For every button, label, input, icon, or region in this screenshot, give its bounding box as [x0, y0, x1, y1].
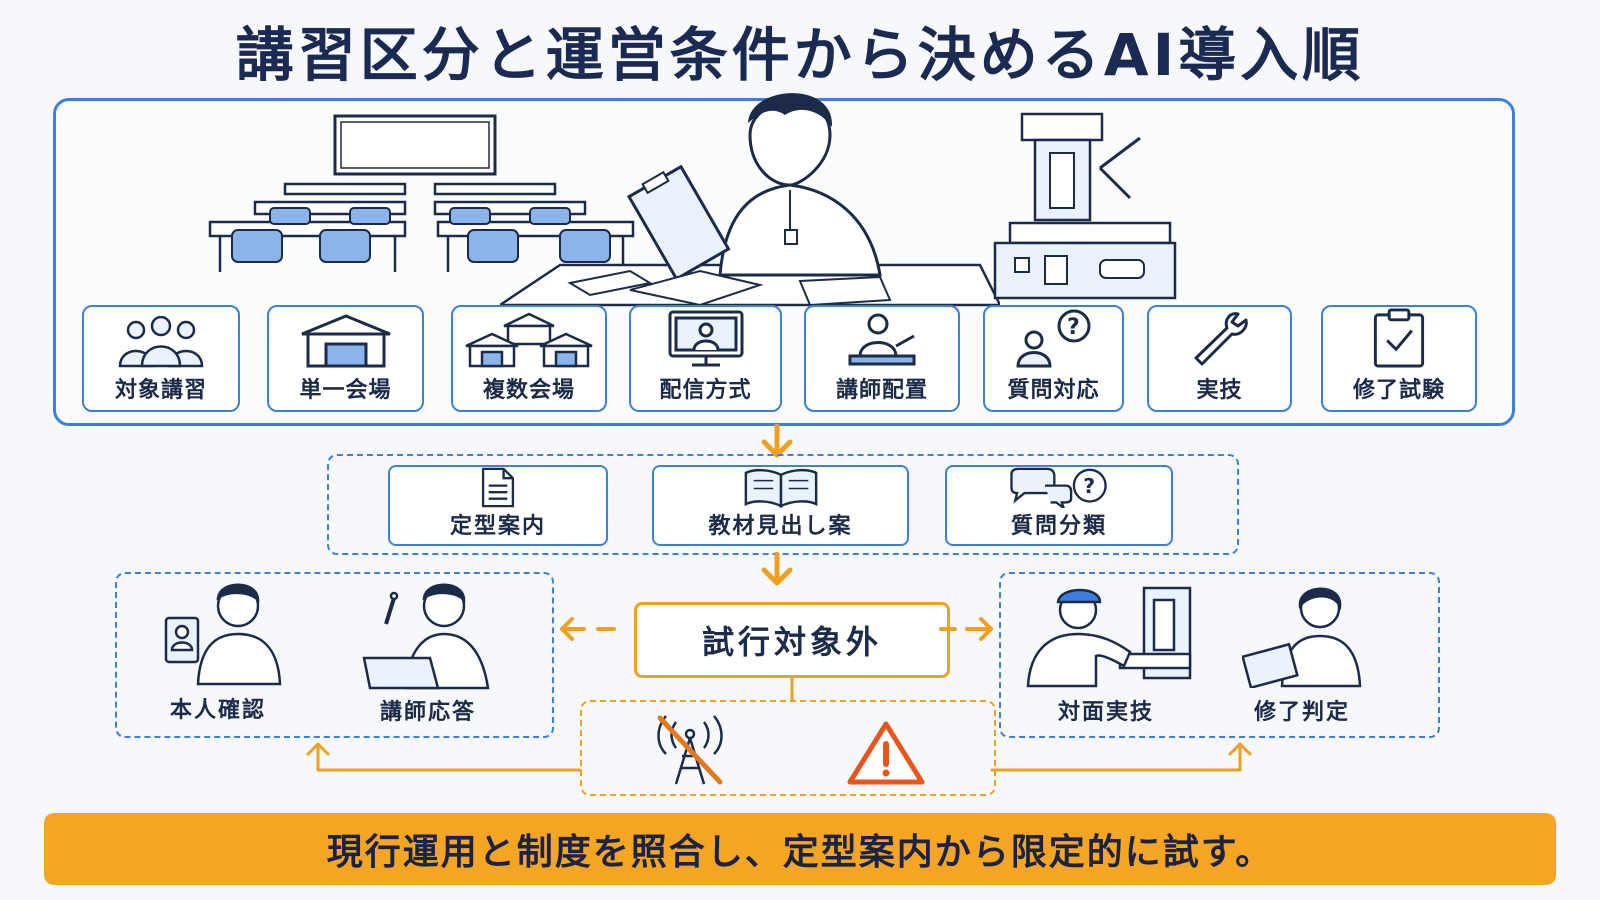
- left-group-label-identity: 本人確認: [170, 698, 267, 723]
- arrow-down-icon: [761, 552, 793, 586]
- multi-building-icon: [465, 312, 593, 368]
- svg-text:?: ?: [1067, 315, 1080, 340]
- card-question-handling: ? 質問対応: [983, 305, 1124, 412]
- group-icon: [118, 316, 204, 368]
- card-single-venue: 単一会場: [267, 305, 424, 412]
- card-practical: 実技: [1147, 305, 1292, 412]
- card-label: 配信方式: [659, 378, 752, 403]
- right-group-label-completion-judgment: 修了判定: [1254, 700, 1351, 725]
- document-icon: [481, 467, 515, 508]
- clipboard-check-icon: [1373, 308, 1425, 368]
- pilot-item-material-headings: 教材見出し案: [652, 465, 909, 546]
- card-delivery-method: 配信方式: [629, 305, 782, 412]
- no-signal-tower-icon: [657, 715, 723, 785]
- left-group-label-instructor-response: 講師応答: [380, 700, 477, 725]
- staff-person-illustration: [500, 93, 1000, 307]
- pilot-item-standard-guidance: 定型案内: [388, 465, 608, 546]
- risk-group: [580, 700, 996, 796]
- pilot-item-label: 質問分類: [1010, 514, 1107, 539]
- evaluator-icon: [1242, 587, 1362, 688]
- right-group-label-inperson-practical: 対面実技: [1058, 700, 1155, 725]
- pilot-item-label: 教材見出し案: [708, 514, 853, 539]
- card-label: 修了試験: [1352, 378, 1445, 403]
- page-title: 講習区分と運営条件から決めるAI導入順: [235, 21, 1365, 89]
- machine-operator-icon: [1026, 586, 1192, 688]
- chat-question-icon: ?: [1010, 467, 1107, 508]
- card-label: 対象講習: [114, 378, 207, 403]
- pilot-item-label: 定型案内: [449, 514, 546, 539]
- right-excluded-group: [999, 572, 1440, 738]
- monitor-icon: [668, 310, 743, 367]
- pilot-item-question-classification: ? 質問分類: [945, 465, 1173, 546]
- card-label: 複数会場: [482, 378, 575, 403]
- arrow-right-icon: [939, 617, 993, 641]
- card-label: 実技: [1196, 378, 1243, 403]
- card-label: 質問対応: [1007, 378, 1100, 403]
- question-person-icon: ?: [1015, 309, 1090, 368]
- pilot-group: [327, 454, 1239, 555]
- excluded-from-trial-box: 試行対象外: [634, 602, 950, 678]
- wrench-icon: [1194, 312, 1248, 366]
- card-label: 単一会場: [299, 378, 392, 403]
- left-excluded-group: [115, 572, 554, 738]
- card-target-course: 対象講習: [82, 305, 240, 412]
- id-card-person-icon: [164, 583, 282, 686]
- arrow-left-icon: [560, 617, 616, 641]
- card-completion-exam: 修了試験: [1321, 305, 1477, 412]
- building-icon: [300, 314, 391, 368]
- book-icon: [744, 468, 817, 508]
- card-multi-venue: 複数会場: [451, 305, 607, 412]
- summary-banner: 現行運用と制度を照合し、定型案内から限定的に試す。: [44, 813, 1556, 885]
- svg-text:?: ?: [1083, 474, 1095, 498]
- machine-illustration: [993, 112, 1177, 300]
- lecturer-icon: [848, 313, 916, 366]
- teacher-laptop-icon: [362, 583, 490, 690]
- card-label: 講師配置: [835, 378, 928, 403]
- warning-icon: [847, 721, 925, 785]
- card-instructor-placement: 講師配置: [804, 305, 960, 412]
- classroom-illustration: [208, 114, 635, 272]
